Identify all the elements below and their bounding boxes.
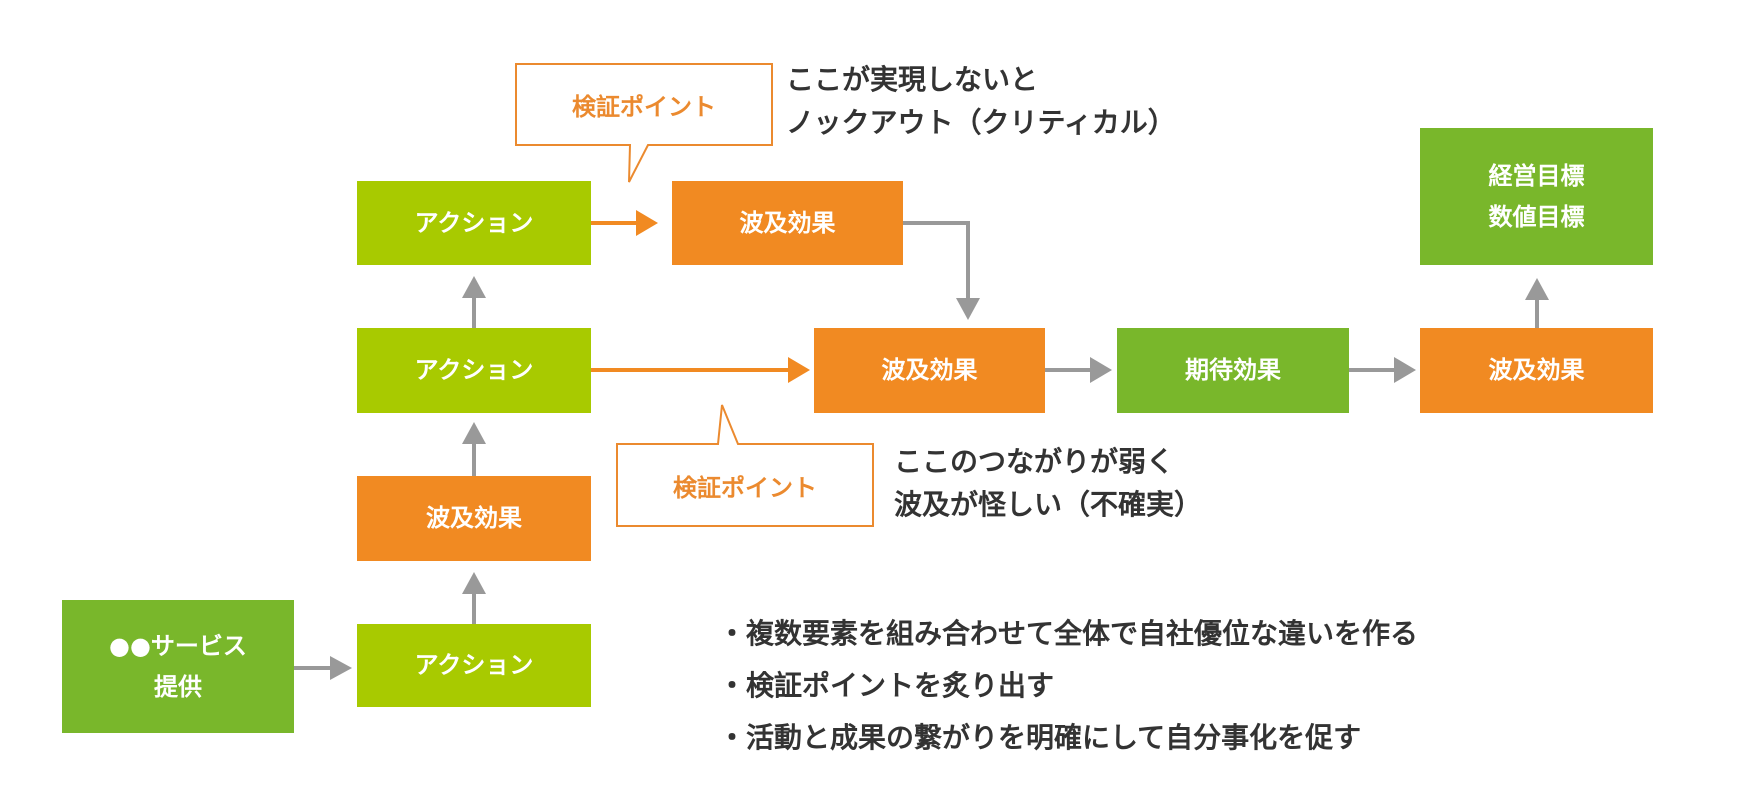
arrow-action-bottom-up [462, 572, 486, 624]
node-action-bottom: アクション [357, 624, 591, 707]
arrow-action-top-to-effect [591, 210, 658, 236]
summary-bullets: ・複数要素を組み合わせて全体で自社優位な違いを作る ・検証ポイントを炙り出す ・… [718, 608, 1418, 764]
node-goal-label: 経営目標 数値目標 [1488, 161, 1585, 231]
node-goal: 経営目標 数値目標 [1420, 128, 1653, 265]
node-service: ●●サービス 提供 [62, 600, 294, 733]
arrow-effect-row3-up [462, 422, 486, 476]
callout-top-bubble [515, 63, 773, 183]
node-action-top-label: アクション [414, 208, 534, 237]
node-action-middle-label: アクション [414, 356, 534, 385]
node-action-middle: アクション [357, 328, 591, 413]
bullet-item: ・活動と成果の繋がりを明確にして自分事化を促す [718, 721, 1362, 754]
node-effect-right: 波及効果 [1420, 328, 1653, 413]
arrow-effect-to-expected [1045, 357, 1112, 383]
node-action-top: アクション [357, 181, 591, 265]
bullet-item: ・複数要素を組み合わせて全体で自社優位な違いを作る [718, 617, 1419, 650]
node-action-bottom-label: アクション [414, 651, 534, 680]
node-expected-effect-label: 期待効果 [1185, 356, 1281, 385]
node-effect-top: 波及効果 [672, 181, 903, 265]
node-effect-middle: 波及効果 [814, 328, 1045, 413]
arrow-action-middle-up [462, 276, 486, 328]
arrow-expected-to-effect-right [1349, 357, 1416, 383]
callout-top-note-line1: ここが実現しないと [786, 63, 1039, 96]
arrow-service-to-action [294, 656, 352, 680]
arrow-action-middle-to-effect [591, 357, 810, 383]
bullet-item: ・検証ポイントを炙り出す [718, 669, 1055, 702]
arrow-effect-right-to-goal [1525, 278, 1549, 328]
callout-bottom-bubble [616, 404, 874, 527]
node-service-label: ●●サービス 提供 [109, 631, 247, 701]
callout-top-note: ここが実現しないと ノックアウト（クリティカル） [786, 58, 1176, 145]
node-effect-top-label: 波及効果 [739, 208, 836, 237]
callout-bottom-label: 検証ポイント [673, 473, 817, 502]
node-effect-middle-label: 波及効果 [881, 356, 978, 385]
node-effect-right-label: 波及効果 [1488, 356, 1585, 385]
node-effect-row3: 波及効果 [357, 476, 591, 561]
callout-bottom-note-line2: 波及が怪しい（不確実） [894, 488, 1203, 522]
callout-bottom-note-line1: ここのつながりが弱く [894, 445, 1175, 478]
node-expected-effect: 期待効果 [1117, 328, 1349, 413]
callout-top-note-line2: ノックアウト（クリティカル） [786, 106, 1176, 140]
node-effect-row3-label: 波及効果 [426, 504, 522, 533]
callout-top-label: 検証ポイント [572, 93, 716, 121]
callout-bottom-note: ここのつながりが弱く 波及が怪しい（不確実） [894, 440, 1202, 527]
arrow-effect-top-to-middle [903, 221, 980, 320]
